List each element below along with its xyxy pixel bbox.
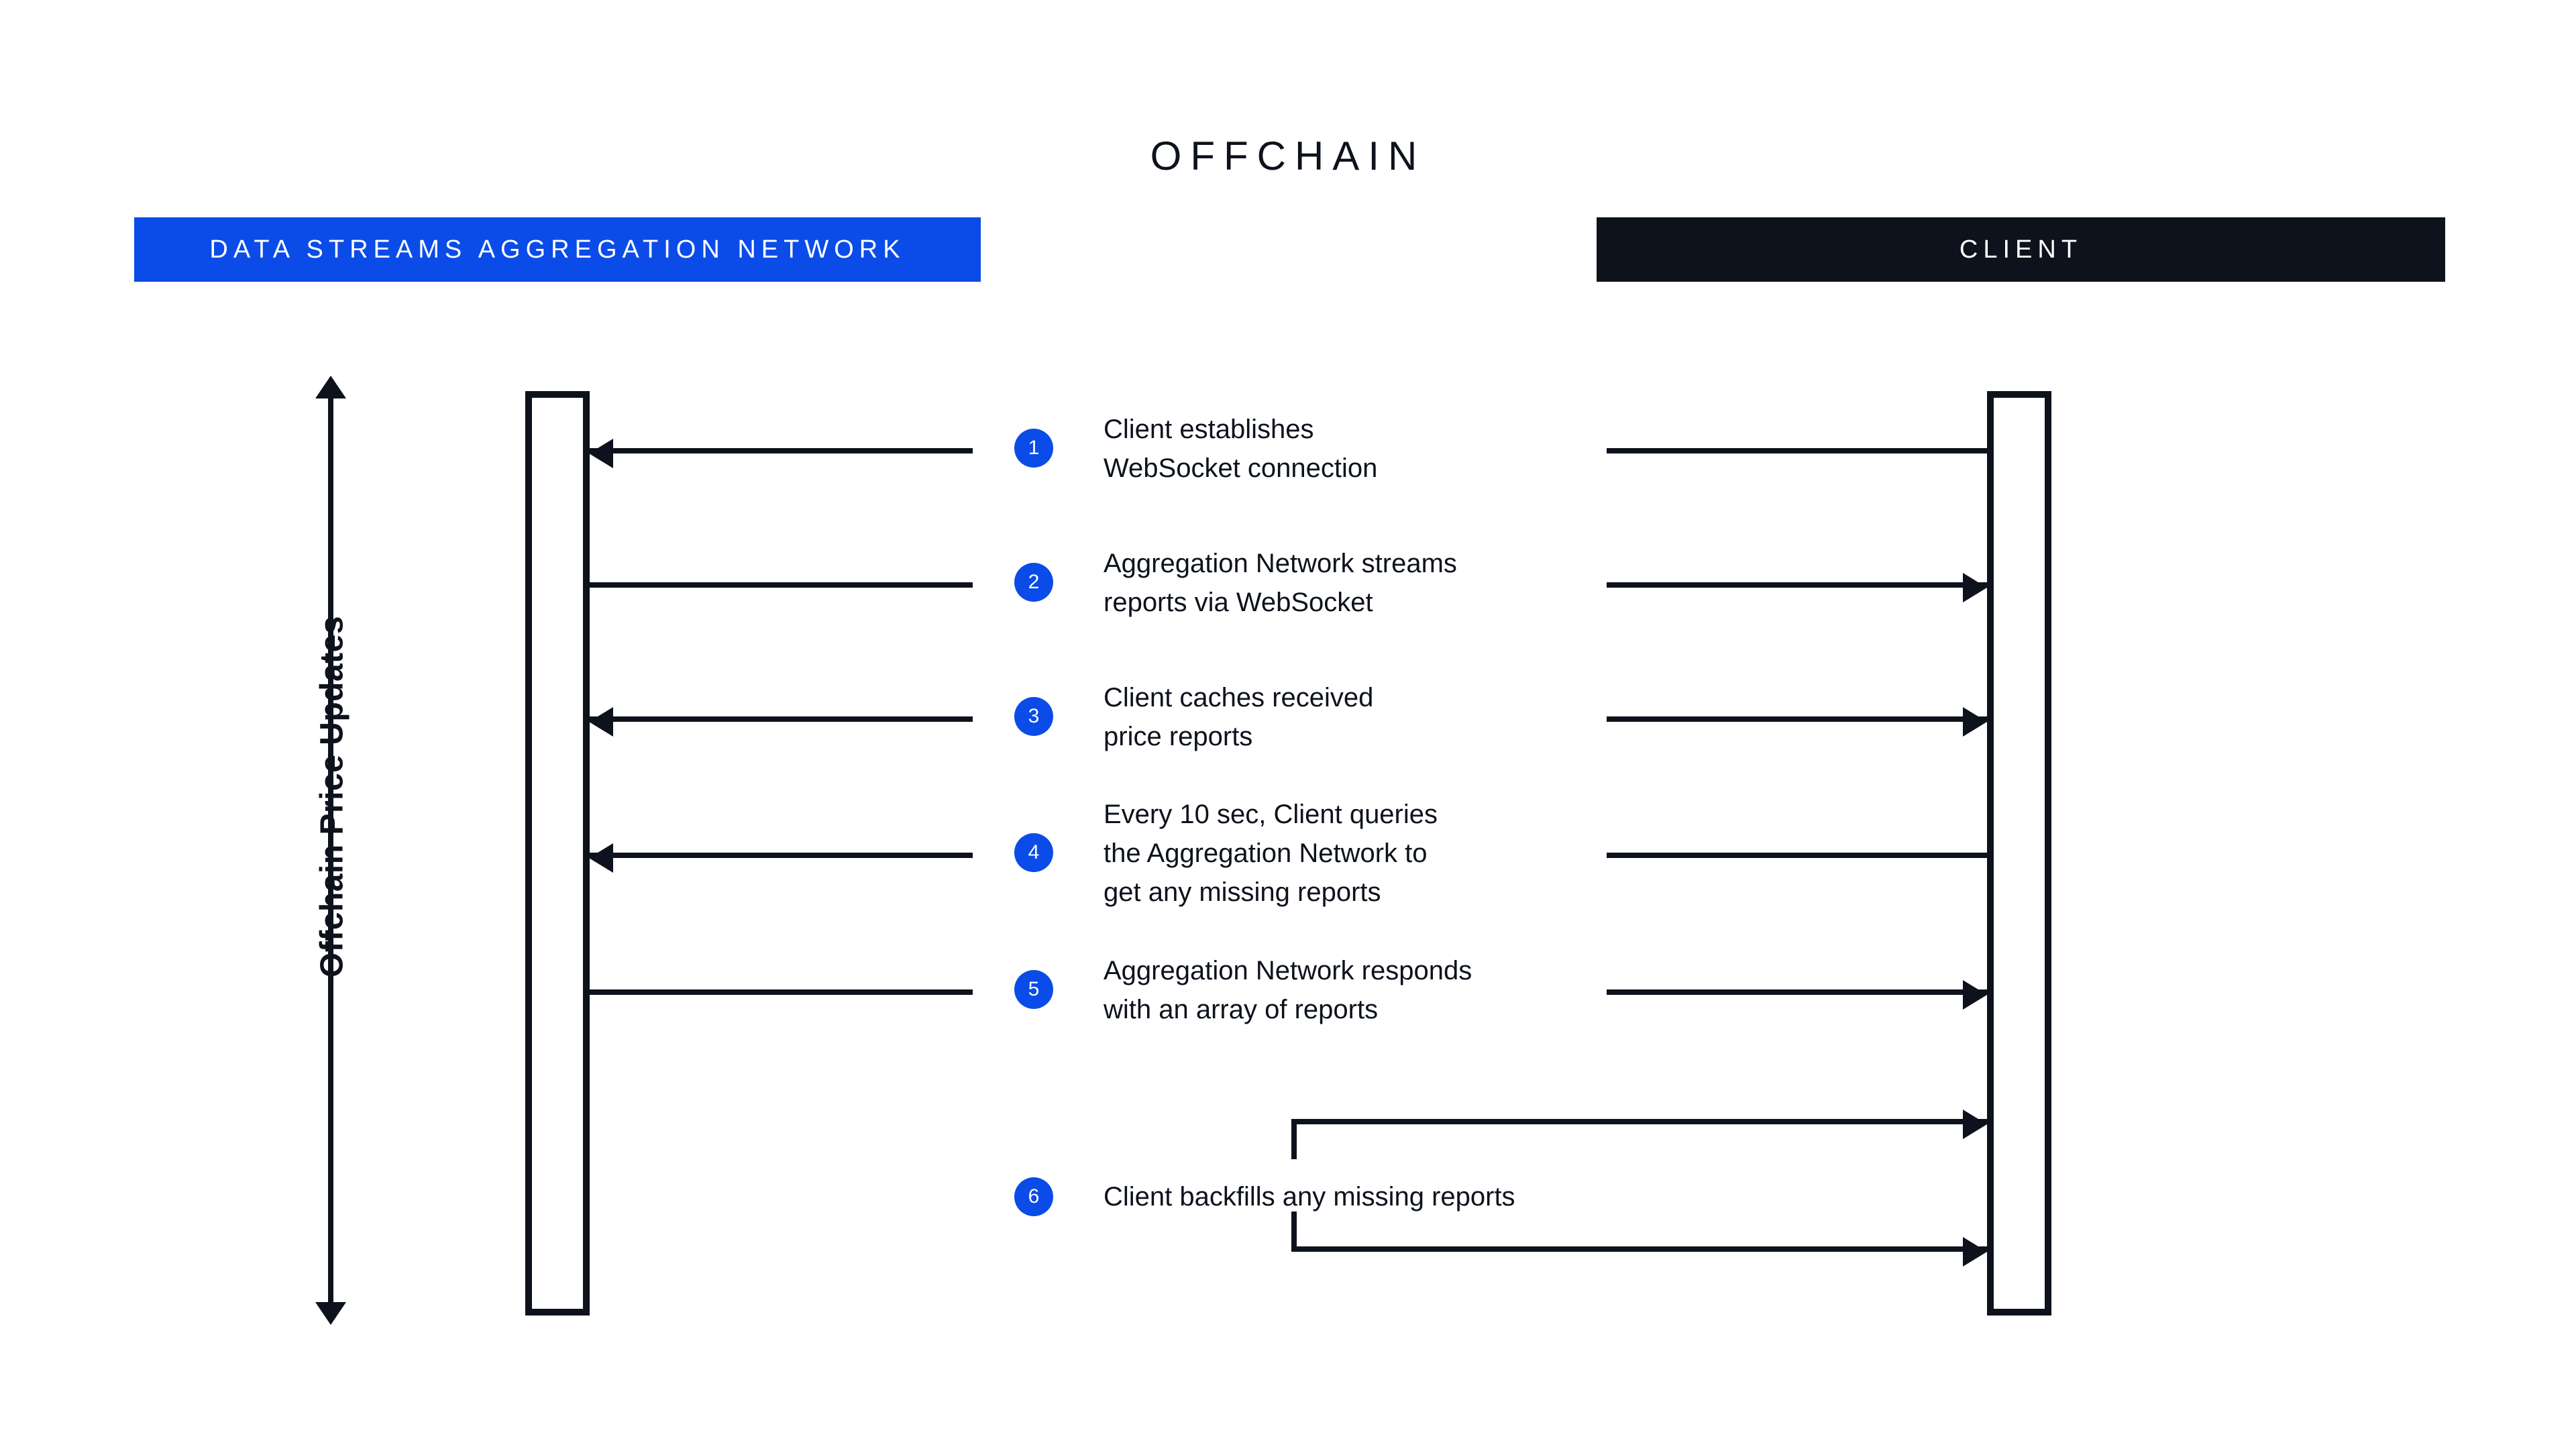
bracket-arm-top xyxy=(1291,1119,1987,1124)
arrow-head-right-icon xyxy=(1963,707,1987,737)
step-label-1-line-2: WebSocket connection xyxy=(1104,453,1378,483)
message-line-right xyxy=(1607,448,1987,453)
step-badge-6: 6 xyxy=(1014,1177,1053,1216)
step-label-2-line-1: Aggregation Network streams xyxy=(1104,549,1457,578)
arrow-head-left-icon xyxy=(589,439,613,468)
lifeline-aggregation-network xyxy=(525,391,590,1316)
arrow-up-icon xyxy=(315,376,346,398)
message-line-left xyxy=(589,582,973,588)
step-label-5-line-1: Aggregation Network responds xyxy=(1104,956,1472,985)
bracket-stub-top xyxy=(1291,1119,1297,1159)
bracket-arm-bottom xyxy=(1291,1246,1987,1252)
step-badge-2: 2 xyxy=(1014,563,1053,602)
lane-header-client: CLIENT xyxy=(1597,217,2445,282)
step-badge-1: 1 xyxy=(1014,429,1053,468)
lifeline-client xyxy=(1987,391,2051,1316)
arrow-head-right-icon xyxy=(1963,1110,1987,1139)
diagram-title: OFFCHAIN xyxy=(1150,133,1426,178)
step-label-5-line-2: with an array of reports xyxy=(1104,995,1379,1024)
step-label-2-line-2: reports via WebSocket xyxy=(1104,588,1373,617)
step-label-3-line-1: Client caches received xyxy=(1104,683,1374,712)
message-line-left xyxy=(589,716,973,722)
arrow-head-right-icon xyxy=(1963,573,1987,602)
step-label-2: Aggregation Network streams reports via … xyxy=(1104,544,1660,622)
lane-header-aggregation-network: DATA STREAMS AGGREGATION NETWORK xyxy=(134,217,981,282)
message-line-right xyxy=(1607,853,1987,858)
message-line-left xyxy=(589,853,973,858)
arrow-head-left-icon xyxy=(589,707,613,737)
arrow-down-icon xyxy=(315,1302,346,1325)
step-badge-5: 5 xyxy=(1014,970,1053,1009)
step-label-3-line-2: price reports xyxy=(1104,722,1253,751)
message-line-right xyxy=(1607,989,1987,995)
step-label-4: Every 10 sec, Client queries the Aggrega… xyxy=(1104,795,1660,912)
axis-shaft xyxy=(328,396,333,1305)
arrow-head-right-icon xyxy=(1963,1237,1987,1267)
lane-label-aggregation-network: DATA STREAMS AGGREGATION NETWORK xyxy=(209,235,906,264)
message-line-left xyxy=(589,448,973,453)
step-badge-3: 3 xyxy=(1014,697,1053,736)
step-label-6-line-1: Client backfills any missing reports xyxy=(1104,1182,1515,1212)
step-label-6: Client backfills any missing reports xyxy=(1104,1177,1660,1216)
message-line-right xyxy=(1607,582,1987,588)
step-label-4-line-1: Every 10 sec, Client queries xyxy=(1104,800,1438,829)
step-badge-4: 4 xyxy=(1014,833,1053,872)
arrow-head-left-icon xyxy=(589,843,613,873)
message-line-right xyxy=(1607,716,1987,722)
step-label-1-line-1: Client establishes xyxy=(1104,415,1314,444)
arrow-head-right-icon xyxy=(1963,980,1987,1010)
lane-label-client: CLIENT xyxy=(1959,235,2083,264)
step-label-4-line-2: the Aggregation Network to xyxy=(1104,839,1428,868)
step-label-3: Client caches received price reports xyxy=(1104,678,1660,756)
step-label-4-line-3: get any missing reports xyxy=(1104,877,1381,907)
message-line-left xyxy=(589,989,973,995)
step-label-1: Client establishes WebSocket connection xyxy=(1104,410,1660,488)
bracket-stub-bottom xyxy=(1291,1212,1297,1252)
time-axis: Offchain Price Updates xyxy=(315,376,350,1325)
time-axis-label: Offchain Price Updates xyxy=(314,615,350,978)
step-label-5: Aggregation Network responds with an arr… xyxy=(1104,951,1660,1029)
